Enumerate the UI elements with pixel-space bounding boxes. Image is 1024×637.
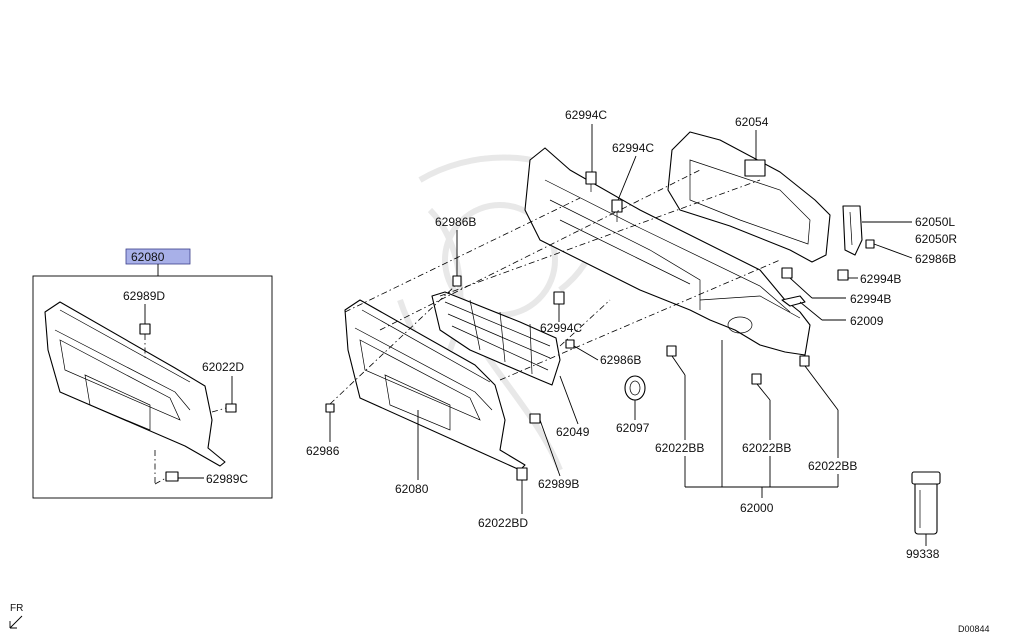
clip-62022BB-a-icon [666,345,677,357]
label-62050R[interactable]: 62050R [915,232,957,246]
screw-62986-icon [325,403,335,413]
front-arrow-icon [9,615,23,629]
label-fr: FR [10,603,23,614]
label-62994C-a[interactable]: 62994C [565,108,607,122]
label-62989B[interactable]: 62989B [538,477,579,491]
bumper-62000 [524,147,811,356]
tube-99338-icon [911,471,941,535]
screw-62986B-c-icon [565,339,575,349]
label-62986B-a[interactable]: 62986B [435,215,476,229]
label-62049[interactable]: 62049 [556,425,590,439]
label-62009[interactable]: 62009 [850,314,884,328]
bracket-62009-icon [781,295,806,307]
label-62000[interactable]: 62000 [740,501,774,515]
bolt-62994C-c-icon [553,291,565,305]
left-assembly-group: 62080 62989D 62022D 62989C [32,248,273,499]
diagram-code: D00844 [958,624,990,634]
label-62994B-a[interactable]: 62994B [860,272,901,286]
clip-62022BB-c-icon [799,355,810,367]
label-62994C-c[interactable]: 62994C [540,321,582,335]
bolt-62994C-b-icon [611,199,623,222]
mesh-62049 [431,291,561,386]
label-62080-box[interactable]: 62080 [131,250,165,264]
label-62022BB-a[interactable]: 62022BB [655,441,704,455]
label-62097[interactable]: 62097 [616,421,650,435]
clip-62989C-icon [165,471,179,482]
clip-62989B-icon [529,413,541,424]
label-62080[interactable]: 62080 [395,482,429,496]
grille-62080-small [44,301,226,467]
label-62986B-b[interactable]: 62986B [915,252,956,266]
bolt-62994C-a-icon [585,171,597,192]
frame-62054 [667,131,831,263]
screw-62022D-icon [225,403,237,413]
label-62986B-c[interactable]: 62986B [600,353,641,367]
grille-62080-large [344,299,526,471]
label-62022BB-c[interactable]: 62022BB [808,459,857,473]
label-62989D[interactable]: 62989D [123,289,165,303]
label-62022BB-b[interactable]: 62022BB [742,441,791,455]
clip-62022BD-icon [516,467,528,481]
label-99338[interactable]: 99338 [906,547,940,561]
label-62022BD[interactable]: 62022BD [478,516,528,530]
clip-62989D-icon [139,323,151,335]
bolt-62994B-a-icon [837,269,849,281]
bracket-62050 [842,205,863,256]
label-62054[interactable]: 62054 [735,115,769,129]
label-62989C[interactable]: 62989C [206,472,248,486]
label-62994B-b[interactable]: 62994B [850,292,891,306]
ring-62097-icon [624,375,646,401]
clip-62022BB-b-icon [751,373,762,385]
screw-62986B-a-icon [452,275,462,287]
bolt-62994B-b-icon [781,267,793,279]
screw-62986B-b-icon [865,239,875,249]
label-62022D[interactable]: 62022D [202,360,244,374]
label-62986[interactable]: 62986 [306,444,340,458]
label-62050L[interactable]: 62050L [915,215,955,229]
label-62994C-b[interactable]: 62994C [612,141,654,155]
